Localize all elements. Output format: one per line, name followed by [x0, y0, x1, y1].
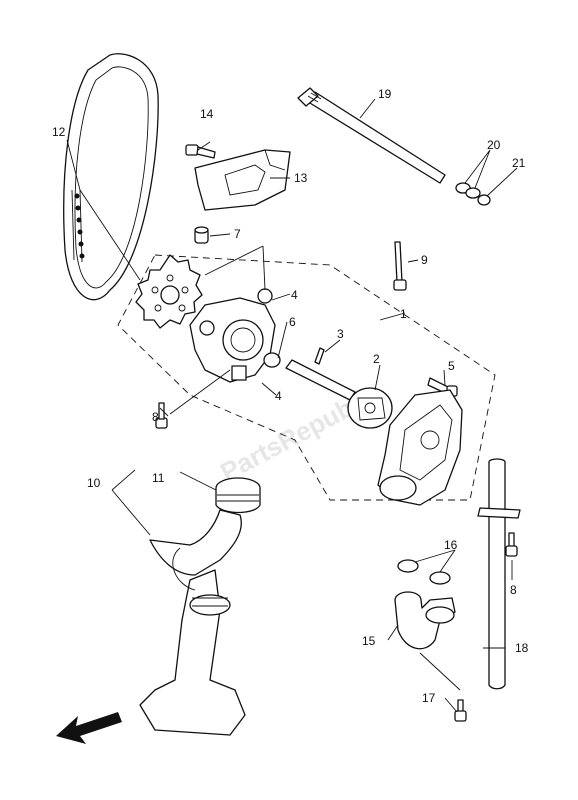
callout-16: 16 [444, 538, 458, 552]
assembly-boundary [117, 254, 496, 501]
leader-lines [66, 98, 518, 713]
o-ring-21 [477, 194, 491, 206]
callout-8a: 8 [152, 410, 159, 424]
callout-21: 21 [512, 156, 526, 170]
callout-19: 19 [378, 87, 392, 101]
callout-8b: 8 [510, 583, 517, 597]
drive-chain [63, 53, 159, 301]
callout-2: 2 [373, 352, 380, 366]
bolt-8-left [155, 402, 168, 429]
callout-13: 13 [294, 171, 308, 185]
callout-12: 12 [52, 125, 66, 139]
callout-7: 7 [234, 227, 241, 241]
callout-5: 5 [448, 359, 455, 373]
callout-14: 14 [200, 107, 214, 121]
o-ring-16a [397, 559, 419, 573]
rotor [347, 387, 393, 429]
callout-9: 9 [421, 253, 428, 267]
washer-6 [263, 352, 281, 368]
inner-shaft [285, 359, 356, 401]
callout-15: 15 [362, 634, 376, 648]
pin [314, 347, 325, 365]
sprocket [135, 254, 203, 329]
callout-1: 1 [400, 307, 407, 321]
o-ring-16b [429, 571, 451, 585]
callout-4a: 4 [291, 288, 298, 302]
o-ring-20b [465, 187, 481, 199]
callout-numbers: 1 2 3 4 4 5 6 7 8 8 9 10 11 12 13 14 15 … [52, 87, 529, 705]
bolt-17 [454, 699, 467, 722]
pump-housing [189, 288, 276, 383]
callout-6: 6 [289, 315, 296, 329]
callout-17: 17 [422, 691, 436, 705]
guide-bolt [185, 144, 216, 159]
o-ring-11 [215, 477, 261, 514]
elbow-pipe [394, 591, 456, 650]
front-arrow-icon [56, 712, 122, 744]
pump-shaft [297, 87, 446, 184]
strainer-pipe [139, 509, 246, 736]
dowel-pin [194, 226, 209, 244]
long-bolt [393, 241, 407, 291]
tube [477, 458, 521, 690]
chain-guide [194, 149, 291, 211]
bolt-8-right [505, 532, 518, 557]
callout-4b: 4 [275, 389, 282, 403]
callout-3: 3 [337, 327, 344, 341]
callout-18: 18 [515, 641, 529, 655]
callout-20: 20 [487, 138, 501, 152]
callout-10: 10 [87, 476, 101, 490]
pump-body [377, 389, 463, 506]
callout-11: 11 [152, 471, 165, 485]
